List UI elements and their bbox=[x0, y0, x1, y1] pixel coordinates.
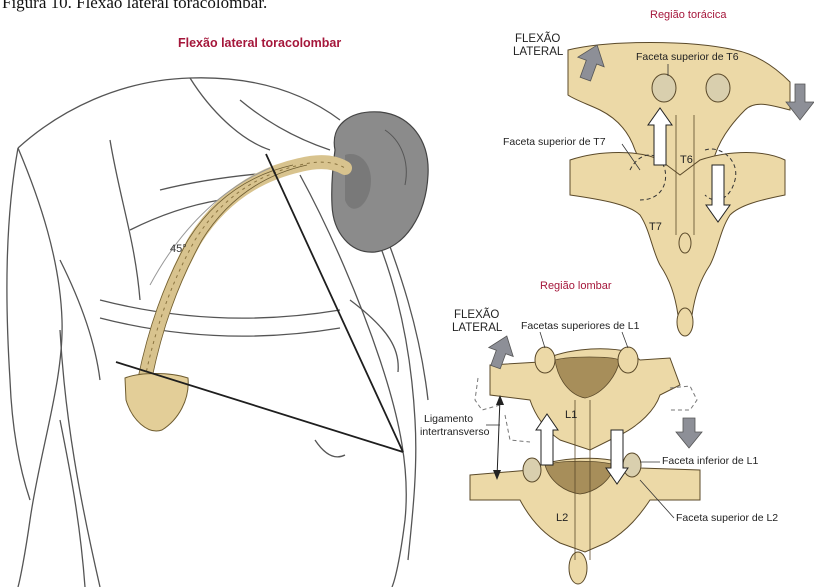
label-facetas-superiores-l1: Facetas superiores de L1 bbox=[521, 321, 639, 332]
thoracic-flexion-line1: FLEXÃO bbox=[515, 33, 560, 45]
label-faceta-superior-t7: Faceta superior de T7 bbox=[503, 137, 606, 148]
main-title: Flexão lateral toracolombar bbox=[178, 37, 341, 50]
lumbar-region-title: Região lombar bbox=[540, 281, 612, 293]
vertebra-l1-label: L1 bbox=[565, 410, 577, 422]
label-faceta-superior-t6: Faceta superior de T6 bbox=[636, 52, 739, 63]
thoracic-flexion-line2: LATERAL bbox=[513, 46, 563, 58]
lumbar-flexion-line2: LATERAL bbox=[452, 322, 502, 334]
vertebra-t7-label: T7 bbox=[649, 222, 662, 234]
spine bbox=[138, 162, 345, 378]
vertebra-t6-label: T6 bbox=[680, 155, 693, 167]
label-ligamento-line2: intertransverso bbox=[420, 427, 489, 438]
figure-caption: Figura 10. Flexão lateral toracolombar. bbox=[2, 0, 267, 12]
angle-label: 45° bbox=[170, 244, 187, 256]
label-faceta-inferior-l1: Faceta inferior de L1 bbox=[662, 456, 758, 467]
lumbar-flexion-line1: FLEXÃO bbox=[454, 309, 499, 321]
label-ligamento-line1: Ligamento bbox=[424, 414, 473, 425]
label-faceta-superior-l2: Faceta superior de L2 bbox=[676, 513, 778, 524]
head bbox=[332, 112, 428, 252]
thoracic-region-title: Região torácica bbox=[650, 10, 726, 22]
vertebra-l2-label: L2 bbox=[556, 513, 568, 525]
